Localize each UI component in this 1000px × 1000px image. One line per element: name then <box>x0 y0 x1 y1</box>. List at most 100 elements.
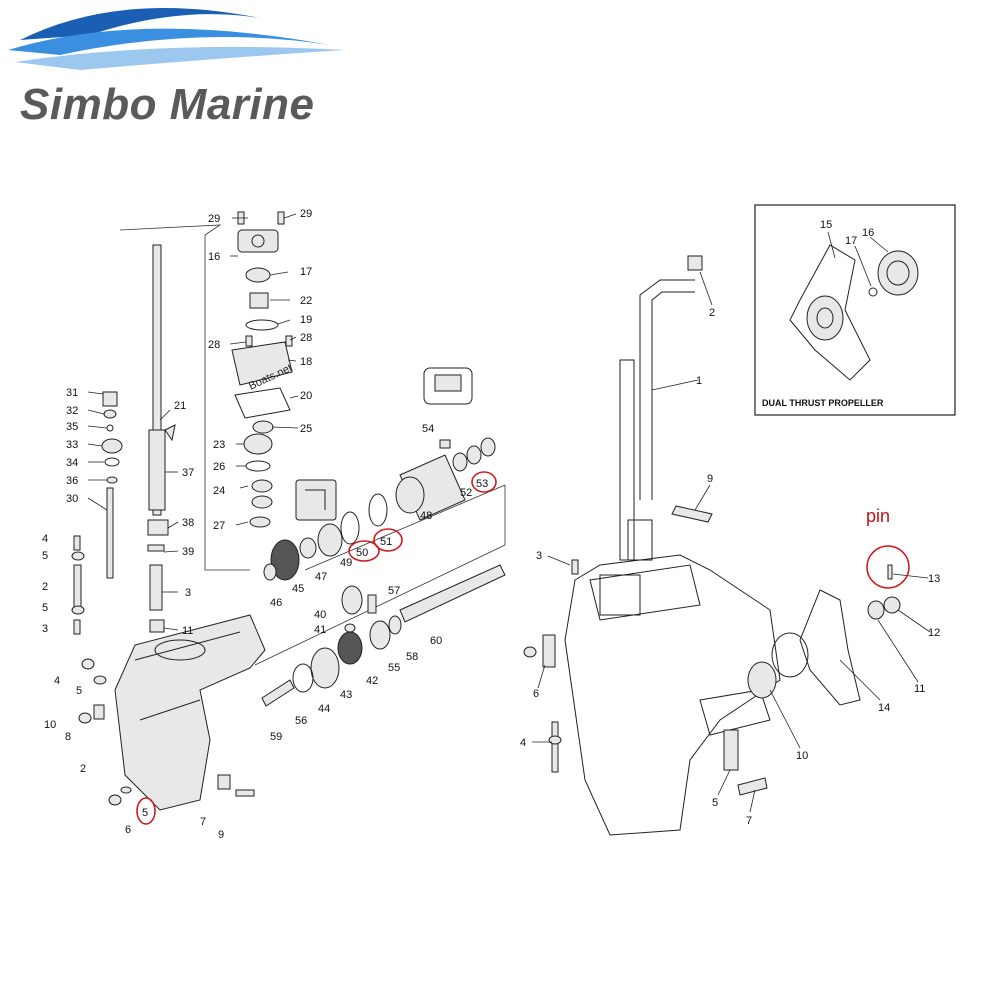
part-label: 17 <box>300 266 312 278</box>
part-label: 7 <box>746 815 752 827</box>
part-label: 43 <box>340 689 352 701</box>
water-pump-housing <box>231 211 337 528</box>
part-label: 34 <box>66 457 78 469</box>
part-label: 12 <box>928 627 940 639</box>
part-label: 51 <box>380 536 392 548</box>
part-label: 29 <box>300 208 312 220</box>
shift-rod <box>101 391 176 633</box>
inset-box <box>754 204 956 416</box>
wave-light <box>15 46 345 70</box>
part-label: 5 <box>42 602 48 614</box>
circle-pin <box>866 545 910 589</box>
part-label: 23 <box>213 439 225 451</box>
part-label: 31 <box>66 387 78 399</box>
part-label: 11 <box>914 683 925 695</box>
part-label: 26 <box>213 461 225 473</box>
part-label: 45 <box>292 583 304 595</box>
part-label: 16 <box>208 251 220 263</box>
part-label: 38 <box>182 517 194 529</box>
part-label: 13 <box>928 573 940 585</box>
prop-shaft-housing <box>261 367 506 707</box>
circle-50 <box>348 540 380 562</box>
lower-casing <box>108 614 266 811</box>
highlight-circles <box>136 471 910 825</box>
part-label: 57 <box>388 585 400 597</box>
part-label: 4 <box>42 533 48 545</box>
part-label: 32 <box>66 405 78 417</box>
logo-waves <box>8 7 345 70</box>
part-label: 9 <box>218 829 224 841</box>
part-label: 53 <box>476 478 488 490</box>
part-label: 19 <box>300 314 312 326</box>
part-label: 5 <box>42 550 48 562</box>
part-label: 6 <box>533 688 539 700</box>
part-label: 4 <box>520 737 526 749</box>
part-label: 1 <box>696 375 702 387</box>
part-label: 22 <box>300 295 312 307</box>
part-label: 55 <box>388 662 400 674</box>
part-label: 24 <box>213 485 225 497</box>
part-label: 8 <box>65 731 71 743</box>
leader-lines-right <box>532 271 931 813</box>
circle-51 <box>373 528 403 552</box>
part-label: 3 <box>42 623 48 635</box>
part-label: 2 <box>709 307 715 319</box>
part-label: 40 <box>314 609 326 621</box>
part-label: 25 <box>300 423 312 435</box>
part-label: 10 <box>44 719 56 731</box>
circle-53 <box>471 471 497 493</box>
part-label: 52 <box>460 487 472 499</box>
part-label: 41 <box>314 624 326 636</box>
mount-parts <box>71 535 107 724</box>
part-label: 56 <box>295 715 307 727</box>
part-label: 9 <box>707 473 713 485</box>
part-label: 15 <box>820 219 832 231</box>
wave-mid <box>8 28 330 55</box>
part-label: 3 <box>536 550 542 562</box>
brand-name: Simbo Marine <box>20 80 315 129</box>
part-label: 3 <box>185 587 191 599</box>
part-label: 4 <box>54 675 60 687</box>
part-label: 35 <box>66 421 78 433</box>
part-label: 37 <box>182 467 194 479</box>
part-label: 28 <box>300 332 312 344</box>
part-label: 58 <box>406 651 418 663</box>
part-label: 46 <box>270 597 282 609</box>
part-label: 11 <box>182 625 193 637</box>
part-label: 48 <box>420 510 432 522</box>
part-label: 27 <box>213 520 225 532</box>
part-label: 14 <box>878 702 890 714</box>
part-label: 47 <box>315 571 327 583</box>
part-label: 36 <box>66 475 78 487</box>
part-label: 6 <box>125 824 131 836</box>
part-label: 49 <box>340 557 352 569</box>
part-label: 5 <box>712 797 718 809</box>
part-label: 60 <box>430 635 442 647</box>
part-label: 7 <box>200 816 206 828</box>
part-label: 42 <box>366 675 378 687</box>
pin-annotation: pin <box>866 506 890 526</box>
drive-shaft <box>147 244 169 536</box>
part-label: 5 <box>76 685 82 697</box>
right-lower-unit <box>523 255 901 836</box>
wave-dark <box>20 7 260 40</box>
inset-title: DUAL THRUST PROPELLER <box>762 398 884 408</box>
part-label: 28 <box>208 339 220 351</box>
part-label: 44 <box>318 703 330 715</box>
part-label: 30 <box>66 493 78 505</box>
part-label: 10 <box>796 750 808 762</box>
part-label: 2 <box>80 763 86 775</box>
part-label: 50 <box>356 547 368 559</box>
part-label: 54 <box>422 423 434 435</box>
part-label: 18 <box>300 356 312 368</box>
part-label: 20 <box>300 390 312 402</box>
part-label: 29 <box>208 213 220 225</box>
circle-5 <box>136 797 156 825</box>
part-label: 5 <box>142 807 148 819</box>
part-label: 21 <box>174 400 186 412</box>
part-label: 33 <box>66 439 78 451</box>
part-label: 17 <box>845 235 857 247</box>
part-label: 2 <box>42 581 48 593</box>
part-label: 59 <box>270 731 282 743</box>
